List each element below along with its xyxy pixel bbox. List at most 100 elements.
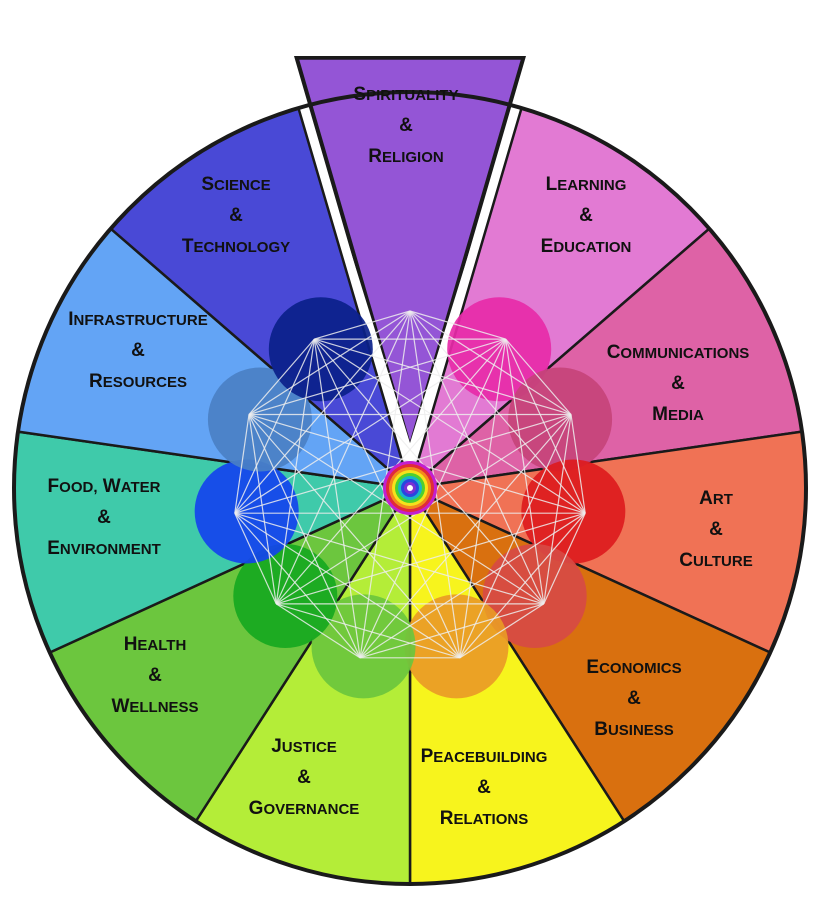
circle-communications [508,367,613,472]
label-science: SCIENCE & TECHNOLOGY [182,174,290,257]
network-line [409,310,586,514]
label-line: CULTURE [679,550,752,571]
network-line [313,339,361,658]
label-line: ENVIRONMENT [47,538,161,559]
network-line [248,414,461,659]
network-line [234,338,507,514]
label-line: JUSTICE [271,736,337,757]
network-line [359,414,572,659]
hub-ring [407,485,413,491]
label-line: SPIRITUALITY [353,84,458,105]
label-line: RELIGION [368,146,443,167]
network-line [234,512,544,605]
label-communications: COMMUNICATIONS & MEDIA [607,342,750,425]
network-line [543,512,586,605]
network-line [459,512,586,659]
label-line: FOOD, WATER [48,476,161,497]
network-line [275,603,361,659]
network-line [359,512,586,659]
circle-food [194,459,299,564]
label-line: RESOURCES [89,371,187,392]
network-line [359,603,544,659]
label-line: TECHNOLOGY [182,236,290,257]
network-line [275,339,315,604]
network-line [248,310,411,415]
center-hub [383,461,437,515]
sector-circles [194,297,626,699]
network-line [409,310,572,415]
label-economics: ECONOMICS & BUSINESS [586,657,681,740]
network-line [459,339,507,658]
network-line [234,338,315,514]
network-line [314,338,572,416]
label-spirituality: SPIRITUALITY & RELIGION [353,84,458,167]
network-line [543,414,572,604]
label-line: & [477,777,491,798]
circle-justice [311,594,416,699]
network-line [459,603,545,659]
segment-labels: SPIRITUALITY & RELIGION LEARNING & EDUCATION C… [47,84,752,829]
label-line: EDUCATION [541,236,632,257]
label-infrastructure: INFRASTRUCTURE & RESOURCES [68,309,207,392]
label-line: COMMUNICATIONS [607,342,750,363]
label-line: WELLNESS [111,696,198,717]
label-line: HEALTH [124,634,187,655]
label-line: INFRASTRUCTURE [68,309,207,330]
label-line: & [709,519,723,540]
label-line: MEDIA [652,404,704,425]
label-justice: JUSTICE & GOVERNANCE [249,736,360,819]
label-line: & [671,373,685,394]
network-line [234,414,250,514]
label-line: ECONOMICS [586,657,681,678]
network-line [409,310,545,605]
label-line: PEACEBUILDING [421,746,548,767]
circle-peacebuilding [404,594,509,699]
label-line: & [97,507,111,528]
label-line: & [627,688,641,709]
network-line [248,414,277,604]
label-line: & [297,767,311,788]
wedge-gap [276,45,544,477]
network-line [248,414,361,659]
label-line: ART [699,488,733,509]
label-line: BUSINESS [594,719,674,740]
label-learning: LEARNING & EDUCATION [541,174,632,257]
network-line [234,512,361,659]
network-line [234,512,277,605]
wheel-rim [12,90,808,886]
network-line [313,338,586,514]
label-art: ART & CULTURE [679,488,752,571]
network-line [505,338,572,415]
circle-economics [482,544,587,649]
circle-science [268,297,373,402]
network-line [505,339,545,604]
segment-spirituality [293,55,527,456]
network-line [248,338,506,416]
network-line [409,310,506,340]
label-line: SCIENCE [201,174,270,195]
network-line [248,338,315,415]
label-line: & [131,340,145,361]
label-food: FOOD, WATER & ENVIRONMENT [47,476,161,559]
circle-infrastructure [207,367,312,472]
network-line [275,310,411,605]
label-line: LEARNING [546,174,627,195]
label-health: HEALTH & WELLNESS [111,634,198,717]
label-line: & [579,205,593,226]
network-line [234,512,461,659]
network-line [314,310,411,340]
label-line: RELATIONS [440,808,528,829]
label-line: & [399,115,413,136]
label-peacebuilding: PEACEBUILDING & RELATIONS [421,746,548,829]
network-line [276,603,461,659]
circle-health [233,544,338,649]
label-line: & [229,205,243,226]
network-line [234,310,411,514]
network-line [570,414,586,514]
circle-learning [447,297,552,402]
network-line [505,338,586,514]
network-line [276,512,586,605]
label-line: & [148,665,162,686]
label-line: GOVERNANCE [249,798,360,819]
